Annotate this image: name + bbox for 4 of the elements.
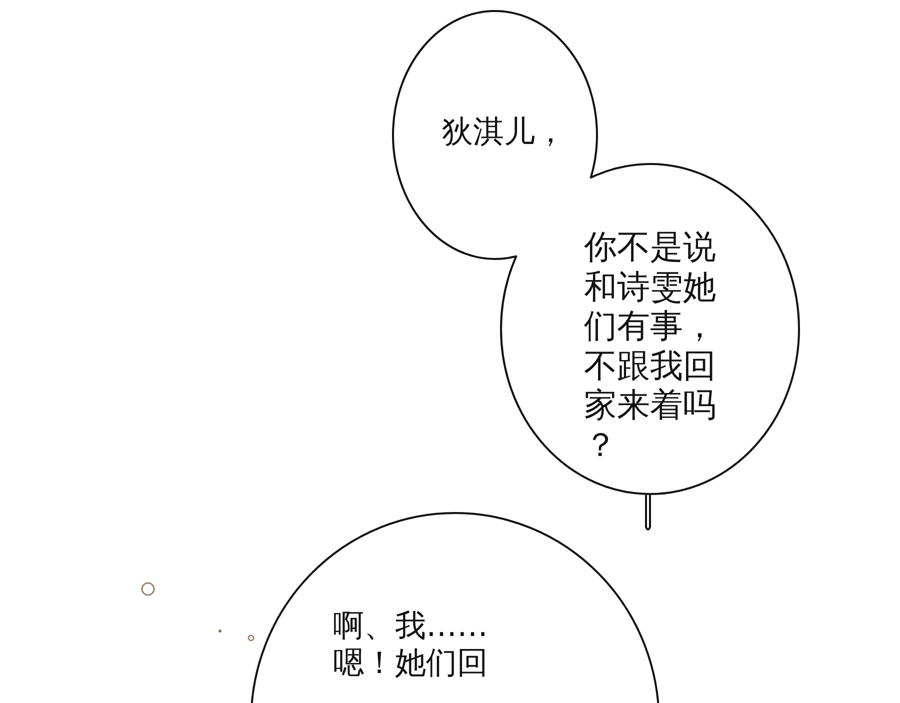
speech-bubble [500,163,800,495]
dialogue-text: 狄淇儿， [442,114,567,152]
dialogue-text: 啊、我……嗯！她们回 [333,608,489,682]
dialogue-text: 你不是说和诗雯她们有事，不跟我回家来着吗？ [584,227,717,465]
